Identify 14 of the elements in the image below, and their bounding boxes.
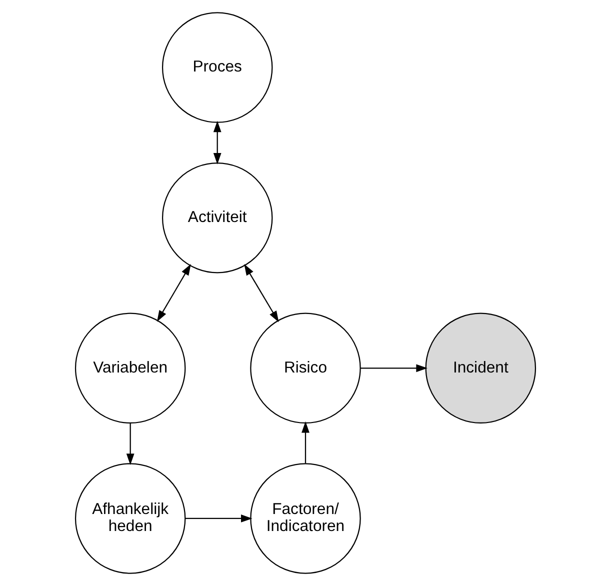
node-circle: Factoren/ Indicatoren xyxy=(250,463,361,574)
node-circle: Variabelen xyxy=(74,312,186,424)
node-circle: Proces xyxy=(162,12,273,123)
arrow xyxy=(360,364,428,372)
arrow xyxy=(156,264,191,322)
arrow xyxy=(213,120,222,164)
arrow xyxy=(302,421,310,464)
arrow xyxy=(126,423,134,465)
arrow xyxy=(244,264,279,322)
node-circle: Activiteit xyxy=(162,162,273,274)
arrow xyxy=(185,514,252,522)
node-circle: Incident xyxy=(425,312,536,424)
node-circle: Risico xyxy=(250,312,361,424)
node-circle: Afhankelijk heden xyxy=(74,463,186,574)
